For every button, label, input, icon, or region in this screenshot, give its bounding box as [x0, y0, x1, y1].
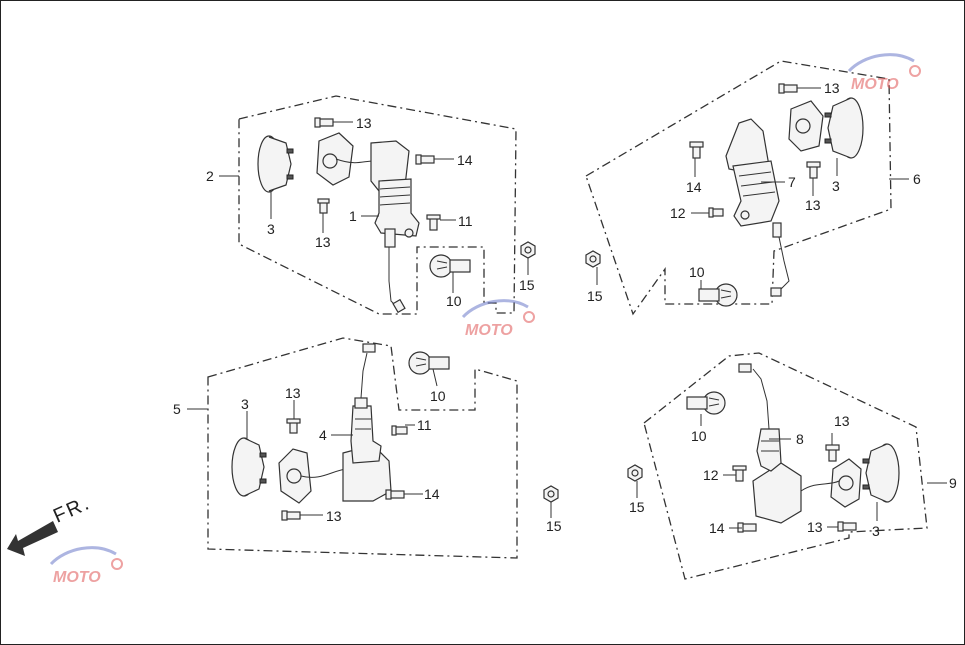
watermark-text-1: MOTO — [851, 76, 899, 93]
assembly-front-left — [219, 95, 536, 315]
watermark-logo-3: MOTO — [49, 546, 123, 586]
screw-14a — [415, 154, 435, 165]
arrow-icon — [7, 521, 58, 556]
assembly-rear-left — [187, 337, 559, 559]
signal-housing-part-7 — [725, 100, 824, 297]
nut-15c — [543, 485, 559, 503]
callout-5: 5 — [173, 401, 181, 417]
callout-4: 4 — [319, 427, 327, 443]
callout-1: 1 — [349, 208, 357, 224]
callout-14: 14 — [686, 179, 702, 195]
callout-11: 11 — [458, 213, 473, 229]
callout-13: 13 — [807, 519, 823, 535]
callout-14: 14 — [424, 486, 440, 502]
callout-13: 13 — [315, 234, 331, 250]
screw-13a — [314, 117, 334, 128]
assembly-rear-right — [627, 352, 947, 580]
watermark-text-2: MOTO — [465, 322, 513, 339]
callout-13: 13 — [834, 413, 850, 429]
watermark-logos: MOTO MOTO MOTO — [49, 53, 921, 586]
callout-3: 3 — [241, 396, 249, 412]
screw-13g — [825, 444, 840, 462]
callout-10: 10 — [446, 293, 462, 309]
callout-9: 9 — [949, 475, 957, 491]
nut-15d — [627, 464, 643, 482]
assembly-front-right — [585, 60, 909, 316]
bulb-10d — [686, 391, 726, 415]
screw-13h — [837, 521, 857, 532]
screw-14c — [385, 489, 405, 500]
callout-10: 10 — [691, 428, 707, 444]
screw-13c — [778, 83, 798, 94]
callout-2: 2 — [206, 168, 214, 184]
screw-11b — [391, 425, 408, 436]
callout-14: 14 — [457, 152, 473, 168]
callout-11: 11 — [417, 417, 432, 433]
lens-part-3c — [231, 437, 267, 497]
callout-6: 6 — [913, 171, 921, 187]
signal-housing-part-8 — [738, 363, 862, 524]
bulb-10a — [429, 254, 471, 278]
boundary-rear-right — [643, 352, 928, 580]
screw-13e — [286, 418, 301, 434]
boundary-rear-left — [207, 337, 518, 559]
callout-8: 8 — [796, 431, 804, 447]
callout-13: 13 — [356, 115, 372, 131]
screw-13d — [806, 161, 821, 179]
callout-13: 13 — [824, 80, 840, 96]
screw-14b — [689, 141, 704, 159]
lens-part-3d — [862, 443, 900, 503]
screw-13b — [317, 198, 330, 214]
nut-15b — [585, 250, 601, 268]
bulb-10c — [408, 351, 450, 375]
boundary-front-right — [585, 60, 892, 316]
callout-10: 10 — [430, 388, 446, 404]
boundary-front-left — [238, 95, 517, 315]
direction-label: FR. — [50, 492, 94, 528]
callout-15: 15 — [629, 499, 645, 515]
callout-13: 13 — [326, 508, 342, 524]
callout-14: 14 — [709, 520, 725, 536]
signal-housing-part-1 — [316, 132, 420, 314]
callout-15: 15 — [546, 518, 562, 534]
signal-housing-part-4 — [278, 343, 392, 504]
front-direction-arrow: FR. — [7, 492, 94, 556]
callout-13: 13 — [285, 385, 301, 401]
screw-12a — [708, 207, 724, 218]
callout-15: 15 — [587, 288, 603, 304]
screw-12b — [732, 465, 747, 482]
lens-part-3b — [824, 97, 864, 159]
callout-3: 3 — [832, 178, 840, 194]
watermark-logo-1: MOTO — [847, 53, 921, 93]
nut-15a — [520, 241, 536, 259]
callout-7: 7 — [788, 174, 796, 190]
callout-labels: 2 3 13 13 1 14 11 10 15 13 14 7 3 6 13 1… — [173, 80, 957, 539]
callout-12: 12 — [670, 205, 686, 221]
callout-12: 12 — [703, 467, 719, 483]
callout-10: 10 — [689, 264, 705, 280]
callout-3: 3 — [872, 523, 880, 539]
callout-13: 13 — [805, 197, 821, 213]
callout-3: 3 — [267, 221, 275, 237]
screw-13f — [281, 510, 301, 521]
watermark-text-3: MOTO — [53, 569, 101, 586]
watermark-logo-2: MOTO — [461, 299, 535, 339]
screw-11a — [426, 214, 441, 231]
bulb-10b — [698, 283, 738, 307]
lens-part-3a — [257, 135, 294, 193]
callout-15: 15 — [519, 277, 535, 293]
